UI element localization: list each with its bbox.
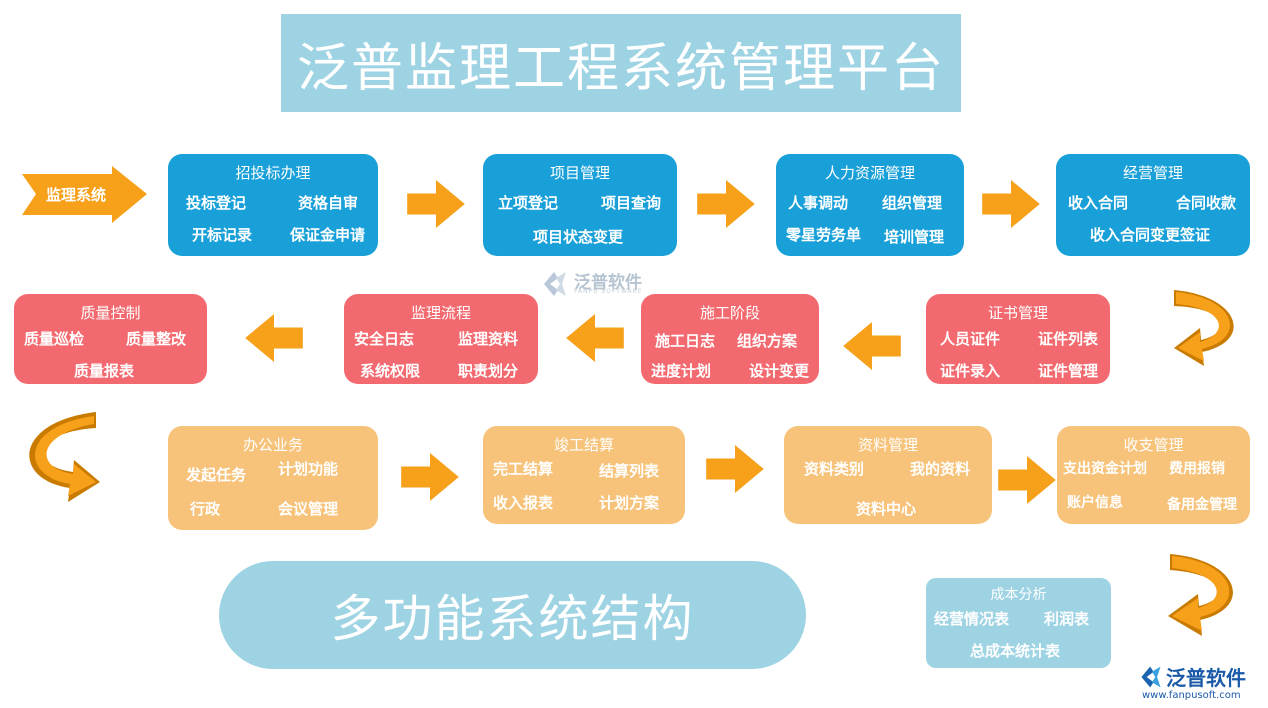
module-item[interactable]: 经营情况表 bbox=[934, 610, 1010, 628]
module-title: 成本分析 bbox=[990, 587, 1047, 603]
module-item[interactable]: 组织方案 bbox=[737, 332, 798, 350]
module-construction[interactable]: 施工阶段 施工日志 组织方案 进度计划 设计变更 bbox=[641, 294, 819, 384]
module-finance[interactable]: 收支管理 支出资金计划 费用报销 账户信息 备用金管理 bbox=[1057, 426, 1250, 524]
page-title: 泛普监理工程系统管理平台 bbox=[296, 38, 945, 99]
curved-arrow-down-left bbox=[1168, 554, 1233, 636]
module-item[interactable]: 投标登记 bbox=[186, 194, 247, 212]
flow-arrow-left bbox=[843, 322, 901, 370]
module-item[interactable]: 计划功能 bbox=[278, 460, 339, 478]
module-item[interactable]: 证件列表 bbox=[1038, 330, 1099, 348]
module-office[interactable]: 办公业务 发起任务 计划功能 行政 会议管理 bbox=[168, 426, 378, 530]
module-bidding[interactable]: 招投标办理 投标登记 资格自审 开标记录 保证金申请 bbox=[168, 154, 378, 256]
module-title: 项目管理 bbox=[549, 164, 610, 182]
fanpu-logo-icon bbox=[1141, 666, 1161, 688]
module-title: 质量控制 bbox=[80, 304, 141, 322]
module-item[interactable]: 保证金申请 bbox=[290, 226, 366, 244]
module-item[interactable]: 安全日志 bbox=[354, 330, 415, 348]
module-item[interactable]: 施工日志 bbox=[655, 332, 716, 350]
module-item[interactable]: 账户信息 bbox=[1067, 495, 1123, 511]
module-title: 人力资源管理 bbox=[824, 164, 915, 182]
module-item[interactable]: 我的资料 bbox=[910, 460, 971, 478]
module-item[interactable]: 收入合同 bbox=[1068, 194, 1129, 212]
module-item[interactable]: 立项登记 bbox=[498, 194, 559, 212]
fanpu-logo-icon bbox=[544, 272, 566, 296]
module-item[interactable]: 零星劳务单 bbox=[786, 226, 862, 244]
page-title-banner: 泛普监理工程系统管理平台 bbox=[281, 14, 961, 112]
module-documents[interactable]: 资料管理 资料类别 我的资料 资料中心 bbox=[784, 426, 992, 524]
module-item[interactable]: 设计变更 bbox=[749, 362, 810, 380]
module-item[interactable]: 培训管理 bbox=[884, 228, 945, 246]
module-title: 经营管理 bbox=[1122, 164, 1183, 182]
module-item[interactable]: 备用金管理 bbox=[1167, 497, 1237, 513]
flow-arrow-right bbox=[998, 456, 1056, 504]
module-title: 招投标办理 bbox=[235, 164, 311, 182]
module-item[interactable]: 结算列表 bbox=[599, 462, 660, 480]
flow-arrow-right bbox=[706, 445, 764, 493]
module-item[interactable]: 组织管理 bbox=[882, 194, 943, 212]
module-item[interactable]: 职责划分 bbox=[458, 362, 519, 380]
module-item[interactable]: 行政 bbox=[190, 500, 221, 518]
module-item[interactable]: 质量报表 bbox=[74, 362, 135, 380]
flow-arrow-left bbox=[566, 314, 624, 362]
flow-arrow-right bbox=[982, 180, 1040, 228]
curved-arrow-down-left bbox=[1174, 290, 1234, 366]
watermark-name: 泛普软件 bbox=[574, 273, 642, 293]
start-label: 监理系统 bbox=[46, 186, 107, 204]
module-item[interactable]: 资料类别 bbox=[804, 460, 865, 478]
module-title: 收支管理 bbox=[1123, 436, 1184, 454]
module-settlement[interactable]: 竣工结算 完工结算 结算列表 收入报表 计划方案 bbox=[483, 426, 685, 524]
module-item[interactable]: 证件管理 bbox=[1038, 362, 1099, 380]
module-item[interactable]: 发起任务 bbox=[186, 466, 247, 484]
brand-logo-url: www.fanpusoft.com bbox=[1142, 690, 1241, 701]
module-item[interactable]: 进度计划 bbox=[651, 362, 712, 380]
module-item[interactable]: 系统权限 bbox=[360, 362, 421, 380]
module-item[interactable]: 资格自审 bbox=[298, 194, 359, 212]
module-item[interactable]: 资料中心 bbox=[856, 500, 917, 518]
module-item[interactable]: 人员证件 bbox=[940, 330, 1001, 348]
brand-logo-name: 泛普软件 bbox=[1166, 666, 1246, 690]
module-title: 竣工结算 bbox=[553, 436, 614, 454]
module-item[interactable]: 质量整改 bbox=[126, 330, 187, 348]
module-item[interactable]: 项目查询 bbox=[601, 194, 662, 212]
module-cost[interactable]: 成本分析 经营情况表 利润表 总成本统计表 bbox=[926, 578, 1111, 668]
module-item[interactable]: 人事调动 bbox=[788, 194, 849, 212]
module-title: 证书管理 bbox=[987, 304, 1048, 322]
module-project[interactable]: 项目管理 立项登记 项目查询 项目状态变更 bbox=[483, 154, 677, 256]
module-item[interactable]: 收入报表 bbox=[493, 494, 554, 512]
subtitle: 多功能系统结构 bbox=[330, 590, 695, 648]
curved-arrow-down-right bbox=[29, 412, 100, 502]
module-item[interactable]: 开标记录 bbox=[192, 226, 253, 244]
module-title: 施工阶段 bbox=[699, 304, 760, 322]
module-item[interactable]: 监理资料 bbox=[458, 330, 519, 348]
module-item[interactable]: 利润表 bbox=[1044, 610, 1090, 628]
module-item[interactable]: 完工结算 bbox=[493, 460, 554, 478]
module-item[interactable]: 总成本统计表 bbox=[970, 642, 1061, 660]
brand-logo: 泛普软件 www.fanpusoft.com bbox=[1138, 662, 1262, 702]
subtitle-ellipse: 多功能系统结构 bbox=[219, 561, 806, 669]
module-title: 办公业务 bbox=[242, 436, 303, 454]
module-hr[interactable]: 人力资源管理 人事调动 组织管理 零星劳务单 培训管理 bbox=[776, 154, 964, 256]
module-supervision[interactable]: 监理流程 安全日志 监理资料 系统权限 职责划分 bbox=[344, 294, 538, 384]
module-item[interactable]: 收入合同变更签证 bbox=[1090, 226, 1211, 244]
module-item[interactable]: 证件录入 bbox=[940, 362, 1001, 380]
watermark-sub: FANPU SOFTWARE bbox=[574, 288, 643, 295]
module-item[interactable]: 计划方案 bbox=[599, 494, 660, 512]
flow-arrow-right bbox=[407, 180, 465, 228]
start-arrow: 监理系统 bbox=[22, 166, 147, 223]
module-item[interactable]: 支出资金计划 bbox=[1063, 461, 1147, 477]
module-item[interactable]: 费用报销 bbox=[1169, 461, 1225, 477]
module-business[interactable]: 经营管理 收入合同 合同收款 收入合同变更签证 bbox=[1056, 154, 1250, 256]
start-arrow-shape bbox=[22, 166, 147, 223]
module-title: 监理流程 bbox=[410, 304, 471, 322]
flow-arrow-right bbox=[697, 180, 755, 228]
module-item[interactable]: 会议管理 bbox=[278, 500, 339, 518]
module-item[interactable]: 合同收款 bbox=[1176, 194, 1237, 212]
flow-arrow-left bbox=[245, 314, 303, 362]
module-item[interactable]: 项目状态变更 bbox=[533, 228, 624, 246]
module-quality[interactable]: 质量控制 质量巡检 质量整改 质量报表 bbox=[14, 294, 207, 384]
module-certificate[interactable]: 证书管理 人员证件 证件列表 证件录入 证件管理 bbox=[926, 294, 1110, 384]
flow-arrow-right bbox=[401, 453, 459, 501]
module-title: 资料管理 bbox=[857, 436, 918, 454]
module-item[interactable]: 质量巡检 bbox=[24, 330, 85, 348]
